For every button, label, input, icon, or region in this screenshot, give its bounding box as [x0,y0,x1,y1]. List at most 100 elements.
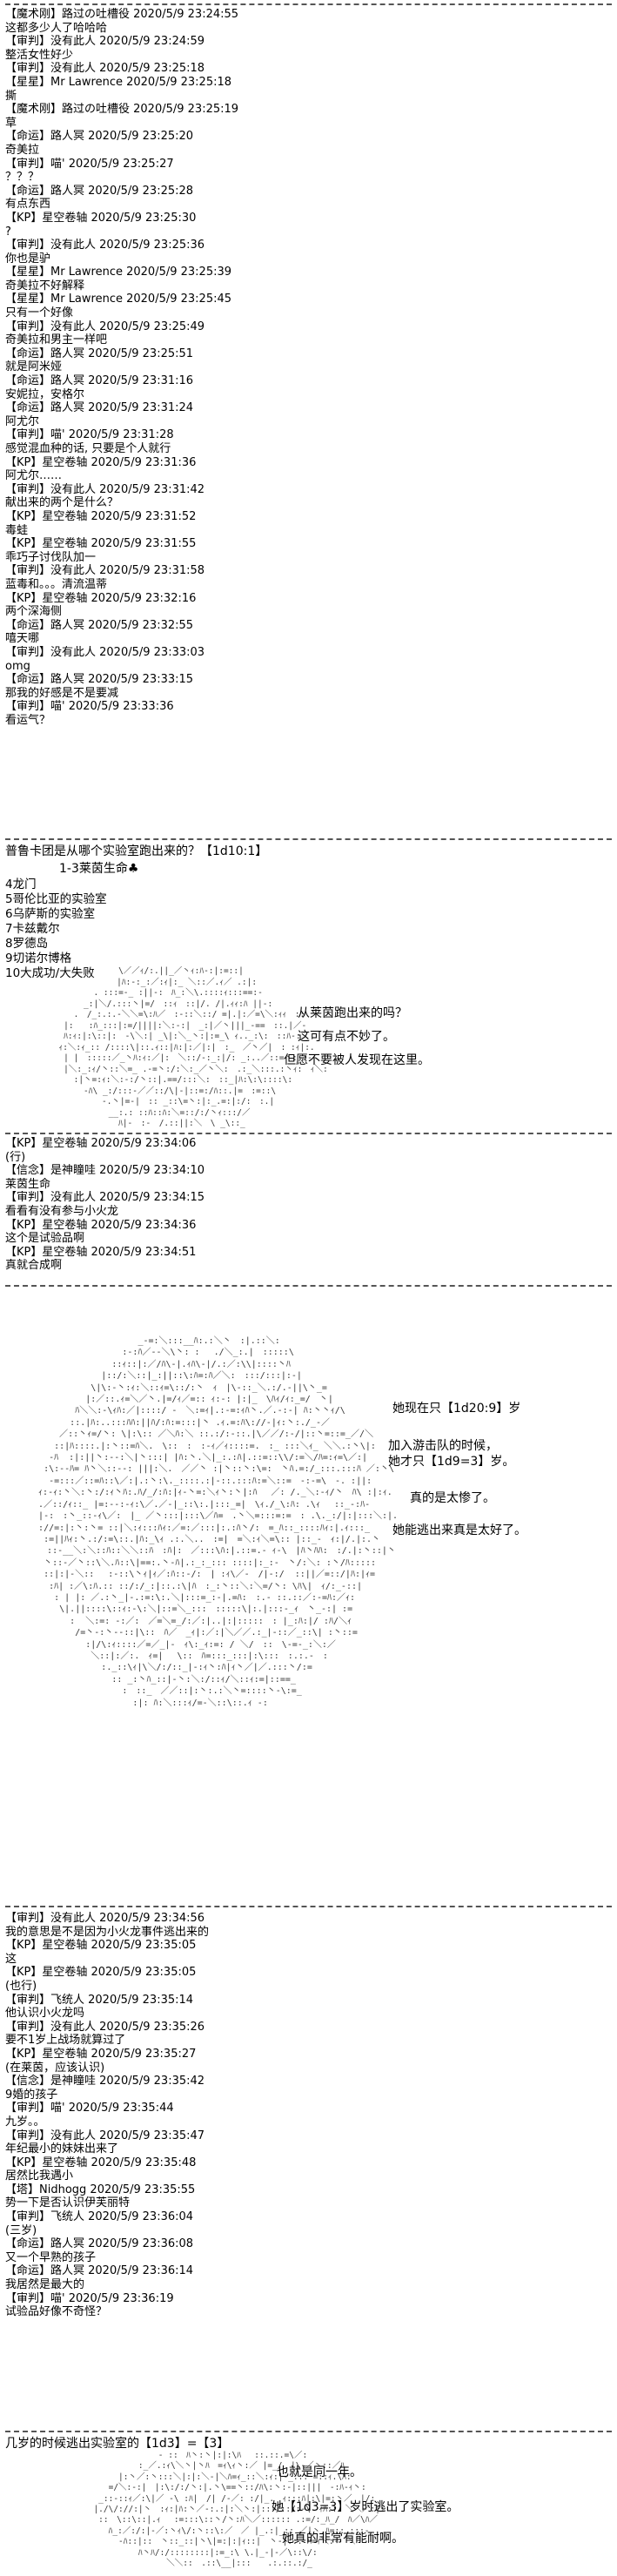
chat-line: 【审判】没有此人 2020/5/9 23:25:36 [5,239,205,252]
chat-line: 整活女性好少 [5,48,74,62]
speech-line: 从莱茵跑出来的吗？ [298,1006,407,1020]
chat-line: omg [5,659,30,673]
chat-line: 【审判】没有此人 2020/5/9 23:24:59 [5,35,205,49]
chat-line: 试验品好像不奇怪？ [5,2305,108,2319]
chat-line: 【KP】星空卷轴 2020/5/9 23:35:05 [5,1966,197,1980]
chat-line: 他认识小火龙吗 [5,2007,85,2021]
dice-option: 8罗德岛 [5,937,49,951]
separator-top [5,3,612,5]
chat-line: 【KP】星空卷轴 2020/5/9 23:31:52 [5,509,197,523]
chat-line: 【审判】没有此人 2020/5/9 23:25:18 [5,62,205,76]
chat-line: 两个深海侧 [5,605,63,619]
ascii-art-character-3: - :: ﾊ丶:丶|:|:\ﾊ ::.::.=\／: :_／.:ｨ\＼丶|丶ﾊ … [93,2451,386,2569]
chat-line: 【审判】没有此人 2020/5/9 23:34:56 [5,1912,205,1925]
speech-line: 她【1d3=3】岁时逃出了实验室。 [272,2500,459,2514]
speech-line: 真的是太惨了。 [410,1491,495,1505]
chat-line: 【命运】路人冥 2020/5/9 23:31:24 [5,401,194,415]
dice-option: 10大成功/大失败 [5,966,95,980]
dice-section-2: 几岁的时候逃出实验室的【1d3】=【3】 - :: ﾊ丶:丶|:|:\ﾊ ::.… [5,2435,612,2574]
chat-line: 这都多少人了哈哈哈 [5,21,108,35]
separator-1 [5,838,612,840]
chat-line: (行) [5,1150,26,1164]
dice-subtitle: 1-3莱茵生命♣ [59,862,139,876]
dice-question: 几岁的时候逃出实验室的【1d3】=【3】 [5,2437,230,2451]
chat-line: 安妮拉，安格尔 [5,387,85,401]
chat-line: 【审判】没有此人 2020/5/9 23:35:47 [5,2129,205,2142]
separator-3 [5,1285,612,1287]
chat-line: 【命运】路人冥 2020/5/9 23:33:15 [5,673,194,687]
chat-line: 这 [5,1952,17,1966]
chat-line: 【审判】喵' 2020/5/9 23:36:19 [5,2291,174,2305]
chat-line: 【命运】路人冥 2020/5/9 23:25:28 [5,184,194,198]
chat-line: 嘻天哪 [5,632,40,646]
chat-line: 那我的好感是不是要减 [5,686,119,700]
separator-5 [5,2431,612,2432]
chat-line: 【KP】星空卷轴 2020/5/9 23:32:16 [5,591,197,605]
chat-line: 这个是试验品啊 [5,1232,85,1246]
chat-line: 【命运】路人冥 2020/5/9 23:25:20 [5,130,194,144]
chat-line: 奇美拉 [5,143,40,157]
chat-line: 【KP】星空卷轴 2020/5/9 23:31:36 [5,455,197,469]
speech-line: 加入游击队的时候， [388,1439,498,1453]
chat-line: 毒蛙 [5,523,29,537]
chat-line: 【审判】喵' 2020/5/9 23:33:36 [5,700,174,714]
art-section-2: _-=:＼:::__ﾊ:.:＼丶 :|.::＼: :-:ﾊ／--＼\丶: : .… [5,1292,612,1727]
speech-line: 她才只【1d9=3】岁。 [388,1455,515,1469]
chat-line: ？？？ [5,171,40,185]
speech-line: 她能逃出来真是太好了。 [392,1523,526,1537]
chat-line: (在莱茵，应该认识) [5,2061,105,2075]
chat-line: 莱茵生命 [5,1177,51,1191]
chat-line: 奇美拉不好解释 [5,279,85,293]
dice-question: 普鲁卡团是从哪个实验室跑出来的？【1d10:1】 [5,844,268,858]
speech-line: 也就是同一年。 [277,2465,362,2479]
chat-line: 我的意思是不是因为小火龙事件逃出来的 [5,1925,210,1939]
chat-line: 只有一个好像 [5,306,74,320]
chat-line: 【星星】Mr Lawrence 2020/5/9 23:25:18 [5,75,232,89]
chat-line: 【塔】Nidhogg 2020/5/9 23:35:55 [5,2183,196,2196]
chat-line: 乖巧子讨伐队加一 [5,550,97,564]
chat-line: 真就合成啊 [5,1259,63,1273]
chat-line: 【审判】飞统人 2020/5/9 23:35:14 [5,1993,194,2007]
chat-line: 势一下是否认识伊芙丽特 [5,2196,131,2210]
chat-line: 【星星】Mr Lawrence 2020/5/9 23:25:39 [5,266,232,279]
chat-line: 感觉混血种的话, 只要是个人就行 [5,442,171,455]
chat-line: 【命运】路人冥 2020/5/9 23:31:16 [5,374,194,388]
dice-option: 5哥伦比亚的实验室 [5,892,107,906]
dice-option: 7卡兹戴尔 [5,922,60,936]
chat-line: 【审判】没有此人 2020/5/9 23:35:26 [5,2020,205,2034]
chat-log-2: 【KP】星空卷轴 2020/5/9 23:34:06(行)【信念】是神瞳哇 20… [5,1137,612,1273]
chat-line: 撕 [5,89,17,103]
chat-line: ? [5,225,11,239]
dice-option: 4龙门 [5,878,37,891]
chat-line: 蓝毒和。。。清流温蒂 [5,577,108,591]
chat-line: 【审判】没有此人 2020/5/9 23:34:15 [5,1191,205,1205]
chat-line: 【魔术刚】路过の吐槽役 2020/5/9 23:24:55 [5,8,239,21]
chat-line: 又一个早熟的孩子 [5,2250,97,2264]
chat-line: 【KP】星空卷轴 2020/5/9 23:35:48 [5,2156,197,2169]
chat-line: 九岁。。 [5,2115,45,2129]
separator-2 [5,1133,612,1134]
chat-line: 【审判】飞统人 2020/5/9 23:36:04 [5,2210,194,2224]
chat-line: 看看有没有参与小火龙 [5,1204,119,1218]
chat-line: 有点东西 [5,198,51,212]
chat-line: 年纪最小的妹妹出来了 [5,2142,119,2156]
chat-line: 【审判】喵' 2020/5/9 23:31:28 [5,428,174,442]
chat-line: 【KP】星空卷轴 2020/5/9 23:34:36 [5,1218,197,1232]
chat-line: (三岁) [5,2223,37,2237]
dice-option: 9切诺尔博格 [5,952,72,965]
ascii-art-character-1: \／／ｨ/:.||_／丶ｨ:ﾊ-:|:=::| |ﾊ:-:_:／:ｨ|:_ ＼:… [58,966,327,1128]
chat-line: 阿尤尔…… [5,469,63,483]
chat-line: 【命运】路人冥 2020/5/9 23:36:08 [5,2237,194,2251]
chat-line: 【KP】星空卷轴 2020/5/9 23:31:55 [5,537,197,551]
chat-line: 看运气？ [5,713,51,727]
chat-line: 【审判】没有此人 2020/5/9 23:33:03 [5,645,205,659]
chat-line: 【KP】星空卷轴 2020/5/9 23:35:05 [5,1939,197,1953]
chat-line: 居然比我遇小 [5,2169,74,2183]
chat-line: 奇美拉和男主一样吧 [5,333,108,347]
chat-line: 【审判】没有此人 2020/5/9 23:31:42 [5,482,205,496]
chat-line: 【KP】星空卷轴 2020/5/9 23:34:06 [5,1137,197,1150]
